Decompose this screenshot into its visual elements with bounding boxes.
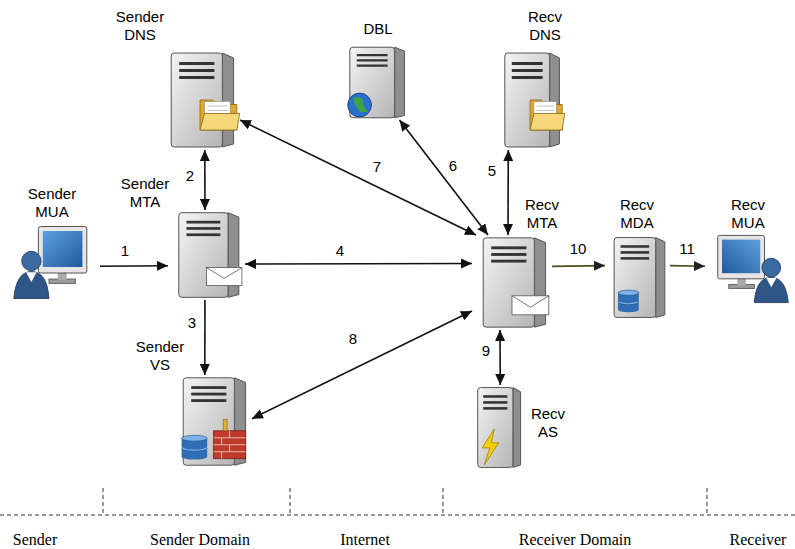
server-node: Sender DNS [110, 8, 240, 150]
user-agent-node: Recv MUA [705, 196, 790, 304]
node-label: Recv MTA [520, 196, 564, 232]
server-icon [160, 50, 240, 150]
connector-arrow [240, 120, 476, 235]
server-icon [340, 45, 410, 120]
callout-number: 11 [677, 240, 697, 257]
divider-line [290, 488, 291, 515]
callout-number: 2 [184, 167, 196, 184]
server-icon [472, 235, 552, 330]
server-icon [470, 385, 525, 470]
domain-label: Sender Domain [150, 531, 250, 549]
server-icon [605, 235, 670, 320]
connector-arrow [245, 263, 472, 265]
server-icon [172, 375, 252, 468]
domain-label: Receiver Domain [519, 531, 631, 549]
server-node: Recv DNS [495, 8, 570, 150]
callout-number: 7 [371, 158, 383, 175]
connector-arrow [499, 330, 501, 385]
connector-arrow [252, 311, 472, 419]
connector-arrow [552, 265, 605, 267]
callout-number: 4 [334, 242, 346, 259]
callout-number: 5 [486, 162, 498, 179]
divider-line [707, 488, 708, 515]
connector-arrow [100, 265, 168, 267]
node-label: Recv MDA [612, 196, 662, 232]
node-label: DBL [356, 20, 400, 38]
server-node: Sender VS [130, 338, 252, 468]
node-label: Recv MUA [723, 196, 773, 232]
connector-arrow [204, 150, 206, 210]
domain-label: Internet [340, 531, 390, 549]
node-label: Recv DNS [520, 8, 570, 44]
connector-arrow [507, 150, 509, 235]
callout-number: 1 [119, 242, 131, 259]
callout-number: 6 [447, 157, 459, 174]
connector-arrow [670, 265, 705, 267]
server-icon [495, 50, 565, 150]
connector-arrow [204, 300, 206, 375]
divider-line [0, 515, 795, 516]
server-node: Recv AS [470, 385, 570, 470]
server-icon [168, 210, 245, 300]
connector-arrow [400, 120, 489, 235]
workstation-icon [12, 225, 100, 300]
node-label: Sender VS [130, 338, 190, 374]
callout-number: 9 [480, 342, 492, 359]
server-node: Recv MDA [605, 196, 670, 320]
callout-number: 3 [186, 314, 198, 331]
divider-line [103, 488, 104, 515]
node-label: Recv AS [526, 405, 570, 441]
server-node: Sender MTA [115, 175, 245, 300]
callout-number: 10 [568, 240, 589, 257]
node-label: Sender MTA [115, 175, 175, 211]
node-label: Sender DNS [110, 8, 170, 44]
domain-label: Sender [13, 531, 57, 549]
callout-number: 8 [347, 330, 359, 347]
workstation-icon [705, 234, 790, 304]
server-node: DBL [340, 20, 410, 120]
node-label: Sender MUA [22, 185, 82, 221]
server-node: Recv MTA [472, 196, 564, 330]
divider-line [443, 488, 444, 515]
domain-label: Receiver [730, 531, 787, 549]
user-agent-node: Sender MUA [12, 185, 100, 300]
